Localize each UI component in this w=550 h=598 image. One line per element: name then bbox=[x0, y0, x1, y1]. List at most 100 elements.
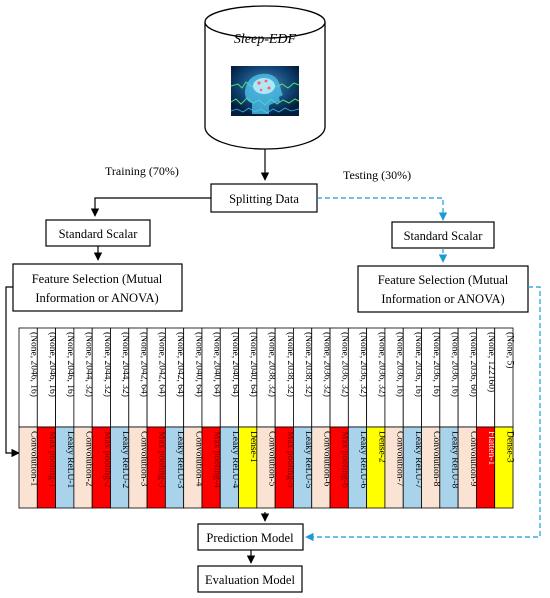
layer-column: (None, 2040, 64) Dense-1 bbox=[238, 327, 259, 509]
layer-column: (None, 2046, 16) Max pooling-1 bbox=[36, 327, 58, 509]
arrow-test-fs-to-prediction bbox=[305, 286, 541, 542]
layer-name-label: Leaky ReLU-8 bbox=[449, 431, 459, 488]
layer-shape-label: (None, 2036, 32) bbox=[376, 332, 387, 397]
layer-column: (None, 122160) Flatten-1 bbox=[476, 327, 497, 509]
layer-shape-label: (None, 2044, 32) bbox=[120, 332, 131, 397]
layer-column: (None, 2042, 64) Max pooling-3 bbox=[146, 327, 168, 509]
layer-shape-label: (None, 2038, 32) bbox=[267, 332, 278, 397]
layer-column: (None, 2036, 16) Convolution-8 bbox=[421, 327, 442, 509]
layer-shape-label: (None, 2040, 64) bbox=[230, 332, 241, 397]
layer-name-label: Convolution-3 bbox=[138, 431, 148, 487]
layer-shape-label: (None, 2046, 16) bbox=[65, 332, 76, 397]
layer-shape-label: (None, 2042, 64) bbox=[138, 332, 149, 397]
layer-shape-label: (None, 2036, 16) bbox=[395, 332, 406, 397]
layer-column: (None, 2040, 64) Max pooling-4 bbox=[201, 327, 223, 509]
prediction-box bbox=[197, 523, 304, 551]
layer-name-label: Max pooling-3 bbox=[157, 431, 167, 488]
layer-column: (None, 2036, 16) Leaky ReLU-8 bbox=[439, 327, 460, 509]
layer-name-label: Max pooling-6 bbox=[340, 431, 350, 488]
layer-name-label: Leaky ReLU-6 bbox=[358, 431, 368, 488]
layer-shape-label: (None, 2040, 64) bbox=[248, 332, 259, 397]
layer-column: (None, 2044, 32)Leaky ReLU-2 bbox=[110, 327, 131, 509]
brain-eeg-icon bbox=[230, 66, 300, 116]
layer-column: (None, 2038, 32) Convolution-5 bbox=[256, 327, 278, 509]
layer-name-label: Convolution-2 bbox=[84, 431, 94, 487]
test-fs-box bbox=[357, 265, 529, 313]
test-fs-line1: Feature Selection (Mutual bbox=[378, 273, 509, 287]
layer-name-label: Convolution-4 bbox=[193, 431, 203, 487]
arrow-split-to-test bbox=[317, 197, 448, 221]
layer-shape-label: (None, 2044, 32) bbox=[84, 332, 95, 397]
layer-name-label: Convolution-1 bbox=[29, 431, 39, 487]
layer-shape-label: (None, 2036, 16) bbox=[449, 332, 460, 397]
split-label: Splitting Data bbox=[229, 192, 299, 206]
layer-column: (None, 2036, 32)Convolution-6 bbox=[311, 327, 332, 509]
layer-shape-label: (None, 2038, 32) bbox=[303, 332, 314, 397]
test-fs-line2: Information or ANOVA) bbox=[381, 292, 504, 306]
layer-column: (None, 2046, 16)Leaky ReLU-1 bbox=[55, 327, 76, 509]
layer-column: (None, 2044, 32) Convolution-2 bbox=[73, 327, 95, 509]
layer-name-label: Dense-3 bbox=[504, 431, 514, 463]
layer-name-label: Convolution-5 bbox=[267, 431, 277, 487]
train-label: Training (70%) bbox=[105, 164, 179, 178]
layer-column: (None, 2036, 32) Max pooling-6 bbox=[329, 327, 351, 509]
layer-column: (None, 2040, 64) Convolution-4 bbox=[183, 327, 204, 509]
layer-name-label: Leaky ReLU-3 bbox=[175, 431, 185, 488]
layer-name-label: Max pooling-2 bbox=[102, 431, 112, 488]
layer-column: (None, 2042, 64) Leaky ReLU-3 bbox=[164, 327, 186, 509]
layer-shape-label: (None, 5) bbox=[504, 332, 515, 368]
layer-name-label: Convolution-7 bbox=[395, 431, 405, 487]
evaluation-box bbox=[197, 565, 303, 593]
layer-shape-label: (None, 2036, 32) bbox=[340, 332, 351, 397]
train-fs-line1: Feature Selection (Mutual bbox=[32, 272, 163, 286]
layer-column: (None, 2036, 32) Dense-2 bbox=[366, 327, 387, 509]
layer-shape-label: (None, 2040, 64) bbox=[193, 332, 204, 397]
train-fs-line2: Information or ANOVA) bbox=[35, 291, 158, 305]
arrow-fs-to-network bbox=[5, 286, 20, 458]
layer-column: (None, 2046, 16) Convolution-1 bbox=[18, 327, 40, 509]
evaluation-label: Evaluation Model bbox=[205, 573, 295, 587]
layer-column: (None, 2036, 60) Convolution-9 bbox=[457, 327, 479, 509]
test-scaler-label: Standard Scalar bbox=[404, 229, 484, 243]
layer-name-label: Max pooling-5 bbox=[285, 431, 295, 488]
layer-shape-label: (None, 2042, 64) bbox=[175, 332, 186, 397]
layer-column: (None, 2040, 64)Leaky ReLU-4 bbox=[219, 327, 241, 509]
layer-column: (None, 2038, 32) Max pooling-5 bbox=[274, 327, 296, 509]
layer-name-label: Convolution-9 bbox=[468, 431, 478, 487]
layer-shape-label: (None, 2046, 16) bbox=[47, 332, 58, 397]
layer-column: (None, 2036, 16) Leaky ReLU-7 bbox=[402, 327, 424, 509]
test-scaler-box bbox=[391, 221, 495, 249]
arrow-split-to-train bbox=[90, 197, 211, 217]
layer-shape-label: (None, 2036, 60) bbox=[468, 332, 479, 397]
layer-column: (None, 2038, 32)Leaky ReLU-5 bbox=[293, 327, 314, 509]
layer-column: (None, 2036, 32)Leaky ReLU-6 bbox=[347, 327, 369, 509]
layer-column: (None, 2042, 64) Convolution-3 bbox=[128, 327, 149, 509]
layer-name-label: Convolution-8 bbox=[431, 431, 441, 487]
split-box bbox=[210, 183, 318, 213]
layer-name-label: Max pooling-4 bbox=[212, 431, 222, 488]
layer-shape-label: (None, 2046, 16) bbox=[29, 332, 40, 397]
layer-shape-label: (None, 2036, 16) bbox=[413, 332, 424, 397]
database-title: Sleep-EDF bbox=[234, 32, 297, 47]
layer-shape-label: (None, 2036, 16) bbox=[431, 332, 442, 397]
layer-column: (None, 5) Dense-3 bbox=[494, 327, 515, 509]
layer-name-label: Flatten-1 bbox=[486, 431, 496, 466]
layer-name-label: Max pooling-1 bbox=[47, 431, 57, 488]
layer-shape-label: (None, 2040, 64) bbox=[212, 332, 223, 397]
layer-name-label: Dense-1 bbox=[248, 431, 258, 463]
layer-name-label: Dense-2 bbox=[376, 431, 386, 463]
layer-column: (None, 2044, 32) Max pooling-2 bbox=[91, 327, 113, 509]
cnn-layer-stack: (None, 2046, 16)Convolution-1(None, 2046… bbox=[18, 327, 515, 509]
train-scaler-label: Standard Scalar bbox=[59, 227, 139, 241]
test-label: Testing (30%) bbox=[343, 168, 411, 182]
layer-type-cell bbox=[494, 426, 514, 509]
layer-name-label: Leaky ReLU-7 bbox=[413, 431, 423, 488]
layer-shape-label: (None, 2042, 64) bbox=[157, 332, 168, 397]
layer-column: (None, 2036, 16) Convolution-7 bbox=[384, 327, 406, 509]
layer-shape-label: (None, 122160) bbox=[486, 332, 497, 392]
train-scaler-box bbox=[45, 219, 151, 247]
layer-shape-label: (None, 2044, 32) bbox=[102, 332, 113, 397]
layer-shape-label: (None, 2038, 32) bbox=[285, 332, 296, 397]
layer-shape-label: (None, 2036, 32) bbox=[321, 332, 332, 397]
